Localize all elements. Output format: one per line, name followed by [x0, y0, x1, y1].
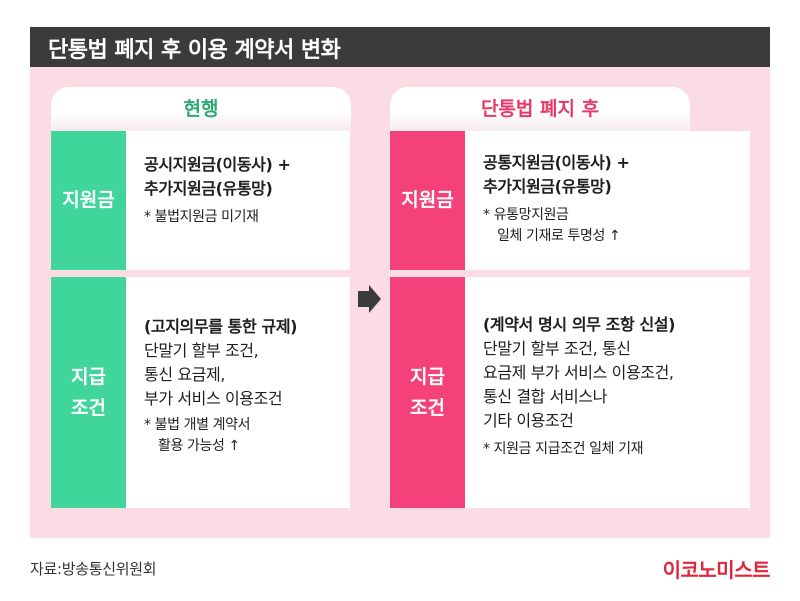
- row-label-text: 지원금: [62, 189, 115, 212]
- publisher-logo: 이코노미스트: [662, 558, 771, 582]
- row-label-text: 조건: [410, 396, 445, 419]
- source-credit: 자료:방송통신위원회: [30, 560, 157, 578]
- cell-line: 단말기 할부 조건, 통신: [483, 339, 631, 358]
- cell-heading: (고지의무를 통한 규제): [144, 317, 298, 336]
- page-title: 단통법 폐지 후 이용 계약서 변화: [48, 38, 341, 63]
- cell-conditions-after: (계약서 명시 의무 조항 신설) 단말기 할부 조건, 통신 요금제 부가 서…: [465, 277, 750, 508]
- cell-conditions-current: (고지의무를 통한 규제) 단말기 할부 조건, 통신 요금제, 부가 서비스 …: [126, 277, 350, 508]
- row-label-subsidy-after: 지원금: [390, 131, 465, 270]
- cell-note: * 불법지원금 미기재: [144, 209, 259, 225]
- cell-line: 단말기 할부 조건,: [144, 341, 259, 360]
- cell-line: 요금제 부가 서비스 이용조건,: [483, 363, 674, 382]
- cell-line: 추가지원금(유통망): [483, 177, 612, 196]
- cell-line: 추가지원금(유통망): [144, 179, 273, 198]
- cell-subsidy-current: 공시지원금(이동사) + 추가지원금(유통망) * 불법지원금 미기재: [126, 131, 350, 270]
- cell-note: * 지원금 지급조건 일체 기재: [483, 441, 644, 457]
- cell-note: 활용 가능성 ↑: [158, 438, 240, 454]
- row-label-conditions-current: 지급 조건: [51, 277, 126, 508]
- row-label-text: 지급: [71, 366, 106, 389]
- column-header-current: 현행: [51, 87, 351, 131]
- row-label-conditions-after: 지급 조건: [390, 277, 465, 508]
- cell-line: 기타 이용조건: [483, 411, 574, 430]
- row-label-text: 지급: [410, 366, 445, 389]
- cell-note: 일체 기재로 투명성 ↑: [497, 228, 621, 244]
- cell-heading: (계약서 명시 의무 조항 신설): [483, 315, 676, 334]
- cell-line: 공시지원금(이동사) +: [144, 155, 291, 174]
- cell-note: * 불법 개별 계약서: [144, 417, 251, 433]
- cell-subsidy-after: 공통지원금(이동사) + 추가지원금(유통망) * 유통망지원금 일체 기재로 …: [465, 131, 750, 270]
- title-bar: 단통법 폐지 후 이용 계약서 변화: [30, 27, 770, 67]
- row-label-subsidy-current: 지원금: [51, 131, 126, 270]
- row-label-text: 조건: [71, 396, 106, 419]
- row-label-text: 지원금: [401, 189, 454, 212]
- cell-line: 통신 요금제,: [144, 365, 225, 384]
- cell-line: 공통지원금(이동사) +: [483, 153, 630, 172]
- right-arrow-icon: [358, 285, 381, 313]
- cell-line: 통신 결합 서비스나: [483, 387, 607, 406]
- cell-note: * 유통망지원금: [483, 207, 569, 223]
- cell-line: 부가 서비스 이용조건: [144, 389, 283, 408]
- column-header-after: 단통법 폐지 후: [390, 87, 690, 131]
